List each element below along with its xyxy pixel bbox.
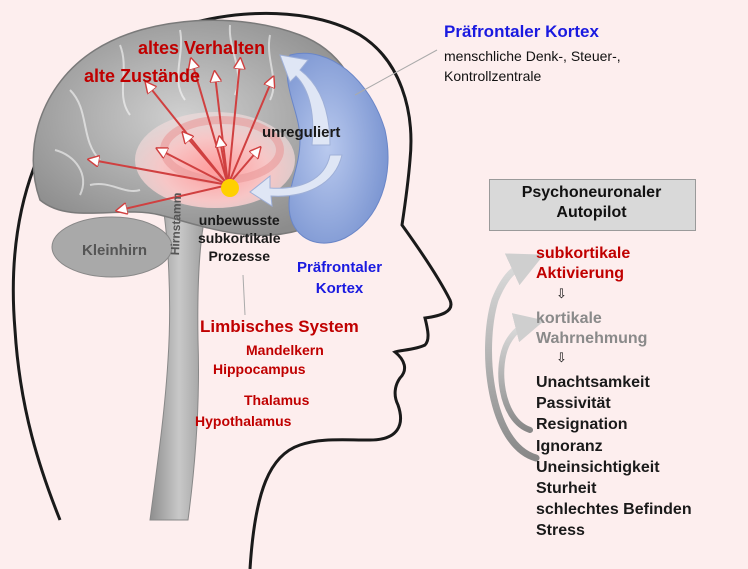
unregulated-arrow-up — [279, 54, 331, 146]
old-behavior-label: altes Verhalten — [138, 38, 266, 58]
pfc-pointer-line — [354, 49, 438, 96]
result-item: Passivität — [536, 395, 611, 413]
autopilot-title: Psychoneuronaler Autopilot — [521, 184, 662, 221]
limbic-system-title: Limbisches System — [200, 317, 359, 336]
brainstem — [149, 199, 209, 521]
result-item: Stress — [536, 522, 585, 540]
subcortical-activation: subkortikale Aktivierung — [536, 245, 631, 282]
prefrontal-description: menschliche Denk-, Steuer-, Kontrollzent… — [444, 48, 621, 84]
activation-arrows — [92, 62, 272, 210]
result-item: Sturheit — [536, 480, 597, 498]
unregulated-label: unreguliert — [262, 124, 341, 141]
cerebellum — [51, 216, 173, 278]
result-item: Ignoranz — [536, 437, 603, 455]
result-item: Uneinsichtigkeit — [536, 458, 660, 476]
cortical-perception: kortikale Wahrnehmung — [536, 310, 648, 347]
old-states-label: alte Zustände — [84, 66, 201, 86]
autopilot-box — [489, 179, 696, 231]
prefrontal-label: Präfrontaler Kortex — [297, 259, 383, 297]
brainstem-label: Hirnstamm — [168, 192, 185, 256]
down-arrow-icon: ⇩ — [556, 286, 567, 301]
autopilot-results: Unachtsamkeit Passivität Resignation Ign… — [536, 372, 692, 542]
limbic-item-thalamus: Thalamus — [244, 392, 310, 408]
limbic-item-hippocampus: Hippocampus — [213, 361, 306, 377]
unregulated-arrow-down — [249, 154, 343, 207]
feedback-curve-inner — [498, 313, 545, 433]
down-arrow-icon: ⇩ — [556, 350, 567, 365]
feedback-curve-outer — [485, 253, 544, 462]
limbic-item-hypothalamus: Hypothalamus — [195, 413, 292, 429]
subcortical-core — [221, 179, 239, 197]
limbic-pointer-line — [242, 274, 246, 316]
result-item: Unachtsamkeit — [536, 374, 650, 391]
unconscious-processes-label: unbewusste subkortikale Prozesse — [198, 212, 281, 264]
limbic-item-amygdala: Mandelkern — [246, 342, 324, 358]
cerebellum-label: Kleinhirn — [82, 242, 148, 259]
result-item: Resignation — [536, 416, 628, 434]
result-item: schlechtes Befinden — [536, 501, 692, 519]
prefrontal-title: Präfrontaler Kortex — [444, 22, 599, 41]
